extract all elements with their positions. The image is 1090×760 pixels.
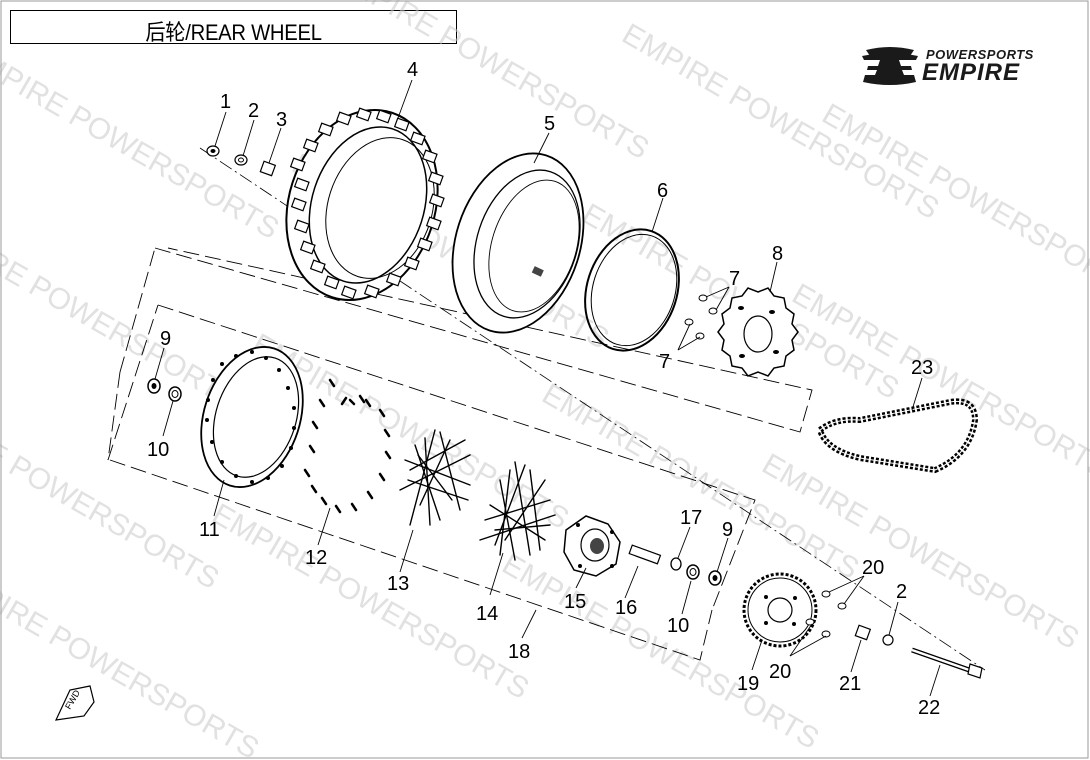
callout-21: 21	[839, 673, 861, 695]
part-10-bearing-right	[686, 564, 700, 580]
callout-2: 2	[896, 581, 907, 603]
callout-2: 2	[248, 100, 259, 122]
part-2-washer	[234, 154, 248, 166]
part-22-rear-axle	[911, 647, 983, 679]
part-6-rim-band	[584, 228, 680, 352]
callout-23: 23	[911, 357, 933, 379]
callout-3: 3	[276, 109, 287, 131]
part-9-oil-seal-right	[708, 570, 722, 586]
watermark-text: EMPIRE POWERSPORTS	[0, 557, 264, 760]
callout-13: 13	[387, 573, 409, 595]
callout-22: 22	[918, 697, 940, 719]
part-21-collar	[854, 624, 872, 641]
watermark-text: EMPIRE POWERSPORTS	[787, 277, 1090, 485]
part-19-sprocket	[742, 572, 818, 648]
callout-1: 1	[220, 91, 231, 113]
callout-7: 7	[729, 268, 740, 290]
callout-4: 4	[407, 59, 418, 81]
group-bracket-hub	[107, 304, 756, 661]
logo-empire-text: EMPIRE	[922, 59, 1021, 86]
part-13-spokes	[399, 429, 471, 526]
part-10-bearing-left	[168, 386, 182, 402]
title-box: 后轮/REAR WHEEL	[10, 10, 457, 45]
part-9-oil-seal-left	[147, 378, 161, 394]
callout-12: 12	[305, 547, 327, 569]
part-16-axle-spacer	[628, 544, 662, 565]
part-1-nut	[206, 145, 220, 157]
part-5-tube	[451, 152, 585, 334]
callout-9: 9	[160, 328, 171, 350]
callout-18: 18	[508, 641, 530, 663]
valve-stem	[531, 266, 544, 277]
callout-10: 10	[667, 615, 689, 637]
watermark-text: EMPIRE POWERSPORTS	[0, 387, 224, 595]
part-17-spacer	[670, 557, 682, 571]
watermark-text: EMPIRE POWERSPORTS	[207, 497, 535, 705]
callout-10: 10	[147, 439, 169, 461]
watermark-text: EMPIRE POWERSPORTS	[0, 37, 284, 245]
part-15-hub	[563, 515, 621, 577]
part-14-spokes	[479, 461, 556, 561]
callout-20: 20	[862, 557, 884, 579]
part-8-brake-disc	[717, 287, 799, 377]
callout-17: 17	[680, 507, 702, 529]
part-7-disc-bolts	[684, 294, 718, 340]
callout-14: 14	[476, 603, 498, 625]
watermark-text: EMPIRE POWERSPORTS	[817, 97, 1090, 305]
logo-powersports-text: POWERSPORTS	[926, 47, 1034, 62]
part-2-washer-right	[882, 634, 894, 646]
empire-emblem-icon	[862, 47, 918, 85]
page-title: 后轮/REAR WHEEL	[145, 20, 322, 45]
part-3-spacer	[259, 160, 277, 177]
callout-19: 19	[737, 673, 759, 695]
callout-6: 6	[657, 180, 668, 202]
callout-11: 11	[199, 519, 220, 541]
part-20-sprocket-bolts	[805, 590, 847, 638]
part-12-spoke-nipples	[303, 378, 392, 514]
leader-lines	[154, 79, 941, 697]
callout-8: 8	[772, 243, 783, 265]
part-23-drive-chain	[816, 398, 979, 474]
callout-7: 7	[659, 351, 670, 373]
brand-logo: POWERSPORTS EMPIRE	[860, 44, 1060, 88]
callout-15: 15	[564, 591, 586, 613]
part-4-tyre	[285, 107, 445, 301]
callout-9: 9	[722, 519, 733, 541]
callout-5: 5	[544, 113, 555, 135]
callout-20: 20	[769, 661, 791, 683]
watermark-text: EMPIRE POWERSPORTS	[0, 207, 244, 415]
part-11-rim	[200, 346, 304, 488]
fwd-direction-indicator: FWD	[54, 685, 95, 721]
callout-numbers: 1 2 3 4 5 6 7 8 7 9 10 11 12 13 14 15 16…	[147, 59, 940, 719]
callout-16: 16	[615, 597, 637, 619]
